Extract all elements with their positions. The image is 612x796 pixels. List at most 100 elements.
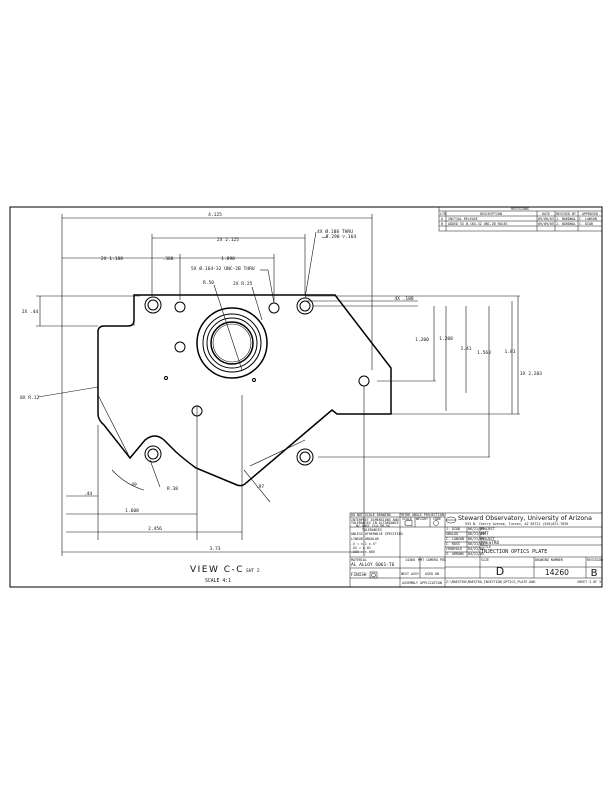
rev-row-a-date: 09/08/03	[538, 217, 554, 221]
dim-141: 1.41	[460, 346, 471, 352]
role-mfg-name: CRONYOLD	[446, 547, 462, 551]
dim-overall-width: 4.125	[208, 212, 222, 218]
dwg-no-label: DRAWING NUMBER	[535, 558, 563, 562]
cbore-hole-bottom-left	[144, 445, 162, 463]
note-dont-scale: DO NOT SCALE DRAWING	[351, 513, 391, 517]
rev-row-a-desc: INITIAL RELEASE	[448, 217, 478, 221]
view-title: VIEW C-C	[190, 565, 244, 575]
dim-373: 3.73	[209, 546, 220, 552]
note-xxx: .XXX = ±.005	[351, 550, 375, 554]
dim-1208: 1.208	[439, 336, 453, 342]
dim-1200: 1.200	[415, 337, 429, 343]
dim-1608: 1.608	[125, 508, 139, 514]
revisions-title: REVISIONS	[511, 207, 529, 211]
subproject-value: MAESTRO	[481, 540, 500, 546]
note-linear-angular: LINEAR ANGULAR	[351, 537, 379, 541]
note-tolerances: TOLERANCES	[362, 528, 382, 532]
size-value: D	[496, 565, 504, 578]
role-drawn-name: J. DIAB	[446, 527, 460, 531]
projection-symbol-icon	[404, 519, 439, 527]
callout-r38: R.38	[167, 486, 178, 492]
callout-5x-tapped: 5X Ø.164-32 UNC-2B THRU	[191, 265, 255, 272]
cbore-holes	[144, 296, 314, 466]
sheet-number: SHEET 3 OF 3	[577, 580, 601, 584]
finish-label: FINISH	[351, 572, 367, 578]
rev-header-date: DATE	[542, 212, 550, 216]
cbore-hole-top-left	[144, 296, 162, 314]
role-qa-date: 04/21/05	[468, 552, 484, 556]
rev-row-b-by: J. BARDWAL	[556, 222, 576, 226]
role-approved-name: C. ROSS	[446, 542, 460, 546]
rev-row-b-ltr: B	[441, 222, 443, 226]
dim-388: .388	[162, 256, 173, 262]
next-assy-label: NEXT ASSY	[401, 572, 419, 576]
cbore-hole-bottom-right	[296, 448, 314, 466]
next-assy-value: 14360	[405, 558, 415, 562]
callout-r50: R.50	[203, 280, 214, 286]
callout-r12: 8X R.12	[20, 395, 40, 401]
material-label: MATERIAL	[351, 558, 367, 562]
rev-row-b-appr: C. DIAB	[579, 222, 593, 226]
dim-97: .97	[256, 484, 265, 490]
rev-row-b-desc: ADDED 5X Ø.164-32 UNC-2B HOLES	[448, 221, 508, 226]
drawing-title: INJECTION OPTICS PLATE	[481, 549, 547, 555]
org-address: 933 N. Cherry Avenue, Tucson, AZ 85721 (…	[465, 522, 568, 526]
org-name: Steward Observatory, University of Arizo…	[458, 515, 592, 522]
role-approved-date: 06/21/05	[468, 542, 484, 546]
code-header-scale: SCALE	[402, 517, 412, 521]
rev-value: B	[591, 568, 598, 579]
sheet-border	[9, 206, 603, 588]
cbore-hole-top-right	[296, 297, 314, 315]
code-header-code: CODE	[433, 517, 441, 521]
dim-2203: 3X 2.203	[520, 371, 542, 377]
rev-row-b-date: 09/09/05	[538, 222, 554, 226]
dim-181: 1.81	[504, 349, 515, 355]
assembly-app-label: ASSEMBLY APPLICATION	[402, 581, 442, 585]
used-on-label: USED ON	[425, 572, 439, 576]
dim-2x-2125: 2X 2.125	[217, 237, 239, 243]
role-qa-name: S. ARROWS	[446, 552, 464, 556]
note-xx: .XX = ±.01	[351, 546, 371, 550]
dim-44-bottom: .44	[84, 491, 93, 497]
rev-header-ltr: LTR	[440, 212, 446, 216]
rev-header-approved: APPROVED	[582, 212, 598, 216]
central-bore	[196, 307, 268, 379]
dim-1563: 1.563	[477, 350, 491, 356]
title-block: DO NOT SCALE DRAWING INTERPRET DIMENSION…	[349, 512, 603, 588]
dim-1890: 1.890	[221, 256, 235, 262]
rev-label: REVISION	[587, 558, 603, 562]
project-value: MMT	[481, 531, 489, 537]
rev-row-a-appr: C. LAWSON	[579, 217, 597, 221]
view-label: VIEW C-C SHT 2 SCALE 4:1	[190, 565, 260, 584]
tapped-holes	[164, 301, 370, 417]
note-ansi: W/ ANSI Y14.5M-94	[356, 524, 390, 528]
note-tol-accordance: TOLERANCES IN ACCORDANCE	[351, 521, 399, 525]
project-label: PROJECT	[481, 527, 495, 531]
rev-row-a-ltr: A	[441, 217, 443, 221]
view-sheet-ref: SHT 2	[246, 568, 260, 574]
note-interpret: INTERPRET DIMENSIONS AND	[351, 518, 399, 522]
view-scale: SCALE 4:1	[205, 578, 231, 584]
dim-4x-188: 4X .188	[394, 296, 414, 302]
callout-cbore: ⌴Ø.290 ▽.164	[322, 233, 356, 240]
code-header-weight: WEIGHT	[416, 517, 428, 521]
rev-header-desc: DESCRIPTION	[480, 212, 502, 216]
dim-2x-44: 2X .44	[22, 309, 39, 315]
third-angle-label: THIRD ANGLE PROJECTION	[400, 513, 444, 517]
role-checked-name: ABALOO	[446, 532, 458, 536]
role-engineer-date: 06/21/05	[468, 537, 484, 541]
used-on-value: MMT CAMERA POS	[418, 558, 446, 562]
rev-header-revised: REVISED BY	[556, 212, 576, 216]
revisions-table: REVISIONS LTR DESCRIPTION DATE REVISED B…	[438, 206, 603, 232]
rev-row-a-by: J. BARDWAL	[556, 217, 576, 221]
title-label: TITLE	[481, 545, 491, 549]
role-checked-date: 06/21/05	[468, 532, 484, 536]
finish-symbol-icon	[369, 571, 378, 579]
callout-4x-holes: 4X Ø.188 THRU	[317, 228, 353, 235]
dim-49-angle: 49	[131, 482, 137, 488]
note-unless: UNLESS OTHERWISE SPECIFIED	[351, 532, 403, 536]
dim-2x-1188: 2X 1.188	[101, 256, 123, 262]
material-value: AL ALLOY 6061-T6	[351, 562, 395, 568]
